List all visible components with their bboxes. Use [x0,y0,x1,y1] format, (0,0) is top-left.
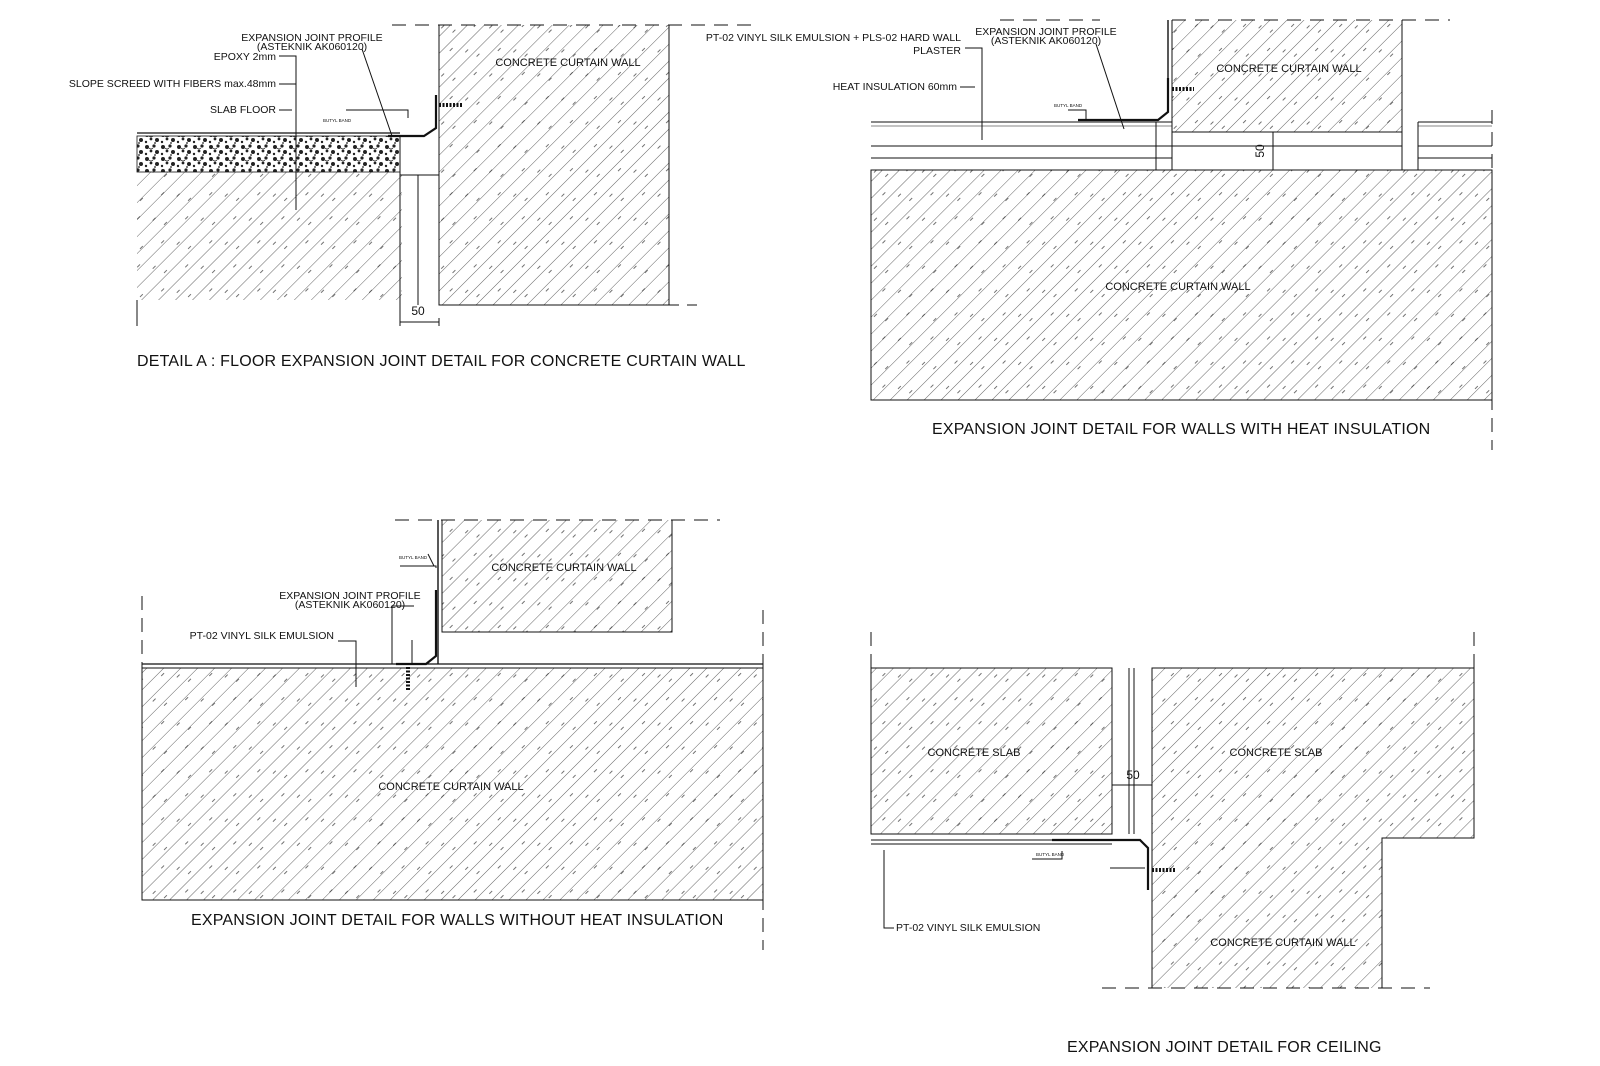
detail-heat-joint-profile [1078,78,1170,122]
detail-ceiling-finish-label: PT-02 VINYL SILK EMULSION [896,922,1040,934]
detail-noheat-profile-label: EXPANSION JOINT PROFILE [279,590,420,602]
detail-a-profile-label: EXPANSION JOINT PROFILE [241,32,382,44]
detail-a-concrete-wall [438,25,670,306]
detail-noheat-top-wall [441,520,673,633]
detail-a-epoxy-label: EPOXY 2mm [214,51,276,63]
detail-noheat-main-wall [141,667,764,901]
detail-a [136,24,760,326]
detail-noheat-labels: BUTYL BAND CONCRETE CURTAIN WALL EXPANSI… [190,555,724,929]
detail-heat-main-wall [870,169,1493,401]
detail-ceiling-labels: CONCRETE SLAB CONCRETE SLAB 50 BUTYL BAN… [896,747,1382,1056]
detail-a-joint-profile [388,95,438,138]
detail-heat-butyl-label: BUTYL BAND [1054,103,1083,108]
detail-noheat-profile-code: (ASTEKNIK AK060120) [295,599,405,611]
detail-ceiling [870,632,1475,989]
detail-noheat [141,519,764,950]
detail-ceiling-slab-left-label: CONCRETE SLAB [928,747,1021,759]
detail-a-slab-floor [137,172,402,300]
detail-heat-insulation [871,121,1492,170]
detail-ceiling-butyl-label: BUTYL BAND [1036,852,1065,857]
detail-heat-top-wall [1171,20,1403,133]
detail-heat-title: EXPANSION JOINT DETAIL FOR WALLS WITH HE… [932,421,1430,438]
detail-heat-dim-label: 50 [1253,144,1267,158]
detail-ceiling-dim-label: 50 [1126,768,1140,782]
detail-ceiling-wall-label: CONCRETE CURTAIN WALL [1210,937,1355,949]
detail-ceiling-slab-right-label: CONCRETE SLAB [1230,747,1323,759]
detail-noheat-finish-label: PT-02 VINYL SILK EMULSION [190,630,334,642]
detail-heat-insulation-label: HEAT INSULATION 60mm [833,81,958,93]
detail-noheat-butyl-label: BUTYL BAND [399,555,428,560]
detail-heat-finish-label: PT-02 VINYL SILK EMULSION + PLS-02 HARD … [706,32,961,44]
detail-ceiling-slab-left [870,667,1113,835]
detail-a-butyl-label: BUTYL BAND [323,118,352,123]
detail-heat [870,19,1493,450]
detail-a-title: DETAIL A : FLOOR EXPANSION JOINT DETAIL … [137,353,746,370]
detail-heat-profile-code: (ASTEKNIK AK060120) [991,35,1101,47]
detail-heat-finish-label-2: PLASTER [913,45,961,57]
detail-noheat-top-wall-label: CONCRETE CURTAIN WALL [491,562,636,574]
detail-a-profile-code: (ASTEKNIK AK060120) [257,41,367,53]
detail-heat-top-wall-label: CONCRETE CURTAIN WALL [1216,63,1361,75]
detail-ceiling-slab-right [1151,667,1475,988]
detail-a-screed-label: SLOPE SCREED WITH FIBERS max.48mm [69,78,276,90]
detail-noheat-main-wall-label: CONCRETE CURTAIN WALL [378,781,523,793]
detail-a-slab-label: SLAB FLOOR [210,104,276,116]
detail-ceiling-title: EXPANSION JOINT DETAIL FOR CEILING [1067,1039,1382,1056]
detail-a-labels: EXPANSION JOINT PROFILE (ASTEKNIK AK0601… [69,32,746,370]
detail-heat-main-wall-label: CONCRETE CURTAIN WALL [1105,281,1250,293]
detail-noheat-joint-profile [396,590,438,666]
detail-a-screed [136,135,401,173]
detail-noheat-title: EXPANSION JOINT DETAIL FOR WALLS WITHOUT… [191,912,723,929]
detail-a-wall-label: CONCRETE CURTAIN WALL [495,57,640,69]
detail-ceiling-joint-profile [1052,838,1150,890]
detail-a-dim-label: 50 [411,304,425,318]
detail-heat-labels: PT-02 VINYL SILK EMULSION + PLS-02 HARD … [706,26,1430,438]
detail-heat-profile-label: EXPANSION JOINT PROFILE [975,26,1116,38]
